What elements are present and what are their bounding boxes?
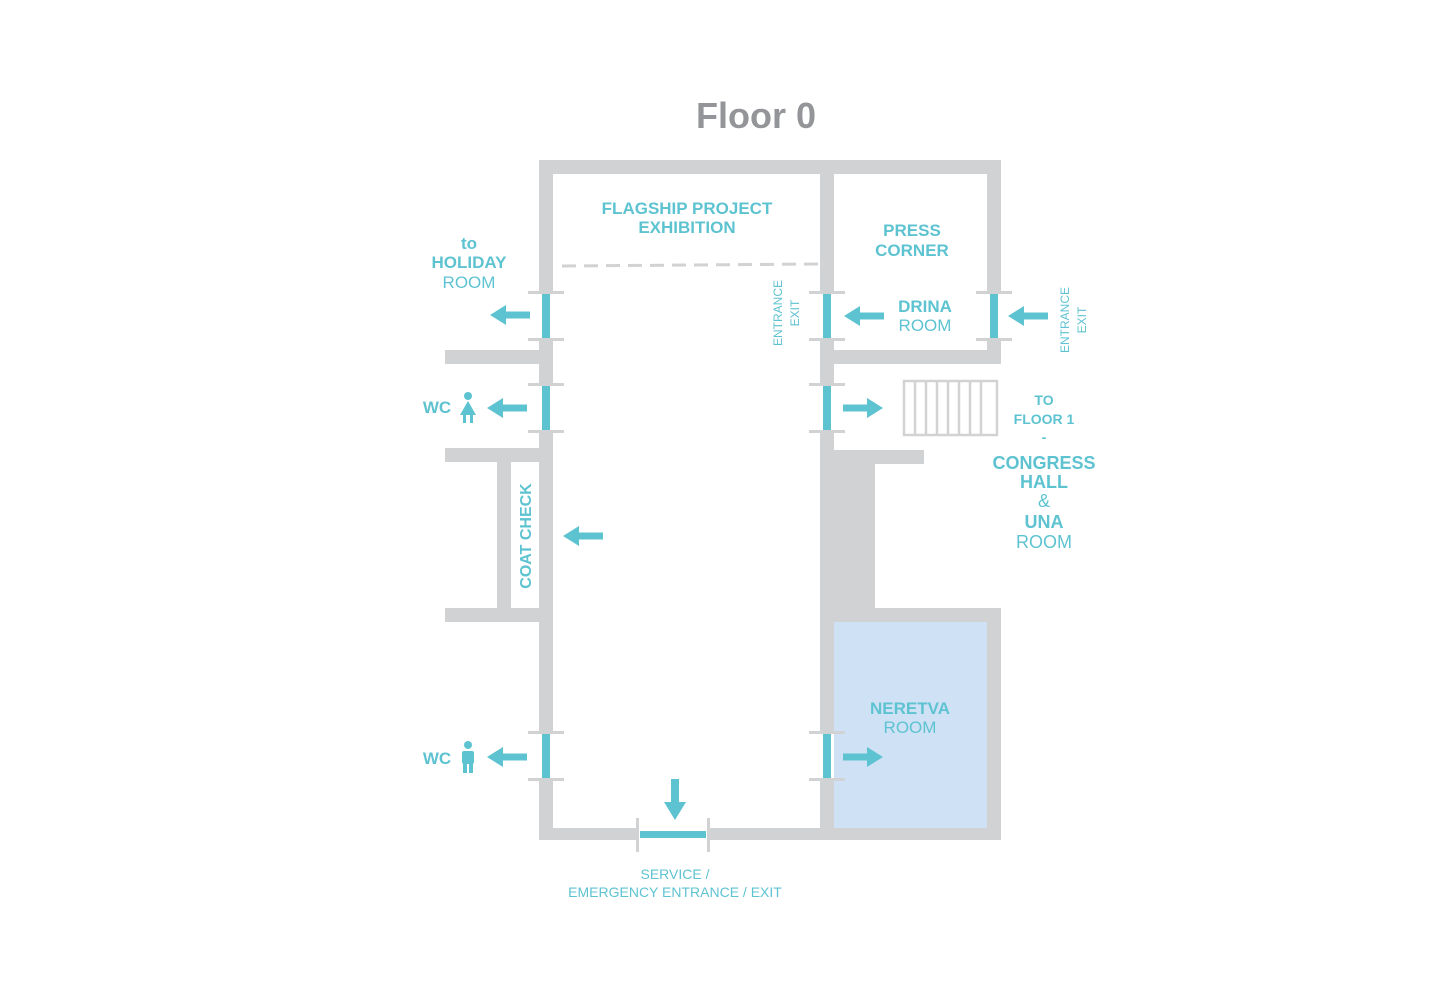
woman-icon bbox=[460, 392, 476, 423]
press-label-line1: PRESS bbox=[883, 221, 941, 240]
holiday-label-line3: ROOM bbox=[443, 273, 496, 292]
stairs-icon[interactable] bbox=[902, 379, 999, 437]
stairs-label-line1: TO bbox=[1034, 392, 1053, 408]
holiday-label-line1: to bbox=[461, 234, 477, 253]
floor-title: Floor 0 bbox=[696, 95, 816, 136]
stairs-label-line4: CONGRESS bbox=[992, 453, 1095, 473]
neretva-room-area[interactable] bbox=[834, 622, 988, 828]
door-drina-outer[interactable] bbox=[976, 291, 1012, 341]
man-icon bbox=[462, 741, 474, 773]
stairs-label-line5: HALL bbox=[1020, 472, 1068, 492]
drina-label-line2: ROOM bbox=[899, 316, 952, 335]
stairs-label-line8: ROOM bbox=[1016, 532, 1072, 552]
exhibition-divider bbox=[561, 262, 819, 268]
stairs-label-line2: FLOOR 1 bbox=[1014, 411, 1075, 427]
door-stairs[interactable] bbox=[809, 383, 845, 433]
stairs-label-line7: UNA bbox=[1025, 512, 1064, 532]
wc-women-label: WC bbox=[423, 398, 451, 417]
door-holiday[interactable] bbox=[528, 291, 564, 341]
neretva-label-line2: ROOM bbox=[884, 718, 937, 737]
arrow-left-icon bbox=[1008, 306, 1048, 326]
arrow-left-icon bbox=[844, 306, 884, 326]
coat-check-label: COAT CHECK bbox=[518, 483, 535, 589]
door-wc-women[interactable] bbox=[528, 383, 564, 433]
drina-label-line1: DRINA bbox=[898, 297, 952, 316]
arrow-left-icon bbox=[490, 305, 530, 325]
door-service[interactable] bbox=[636, 818, 710, 852]
entrance-label-inner: ENTRANCE bbox=[771, 280, 785, 346]
flagship-label-line1: FLAGSHIP PROJECT bbox=[602, 199, 773, 218]
arrow-left-icon bbox=[487, 747, 527, 767]
wc-men-label: WC bbox=[423, 749, 451, 768]
arrow-down-icon bbox=[664, 779, 686, 820]
arrow-left-icon bbox=[563, 526, 603, 546]
flagship-label-line2: EXHIBITION bbox=[638, 218, 735, 237]
exit-label-outer: EXIT bbox=[1075, 306, 1089, 333]
entrance-label-outer: ENTRANCE bbox=[1058, 287, 1072, 353]
arrow-left-icon bbox=[487, 398, 527, 418]
door-wc-men[interactable] bbox=[528, 731, 564, 781]
door-neretva[interactable] bbox=[809, 731, 845, 781]
service-label-line1: SERVICE / bbox=[641, 866, 710, 882]
neretva-label-line1: NERETVA bbox=[870, 699, 950, 718]
holiday-label-line2: HOLIDAY bbox=[432, 253, 508, 272]
arrow-right-icon bbox=[843, 398, 883, 418]
exit-label-inner: EXIT bbox=[788, 299, 802, 326]
service-label-line2: EMERGENCY ENTRANCE / EXIT bbox=[568, 884, 782, 900]
door-drina-inner[interactable] bbox=[809, 291, 845, 341]
press-label-line2: CORNER bbox=[875, 241, 949, 260]
stairs-label-line6: & bbox=[1038, 491, 1050, 511]
stairs-label-line3: - bbox=[1042, 429, 1047, 445]
